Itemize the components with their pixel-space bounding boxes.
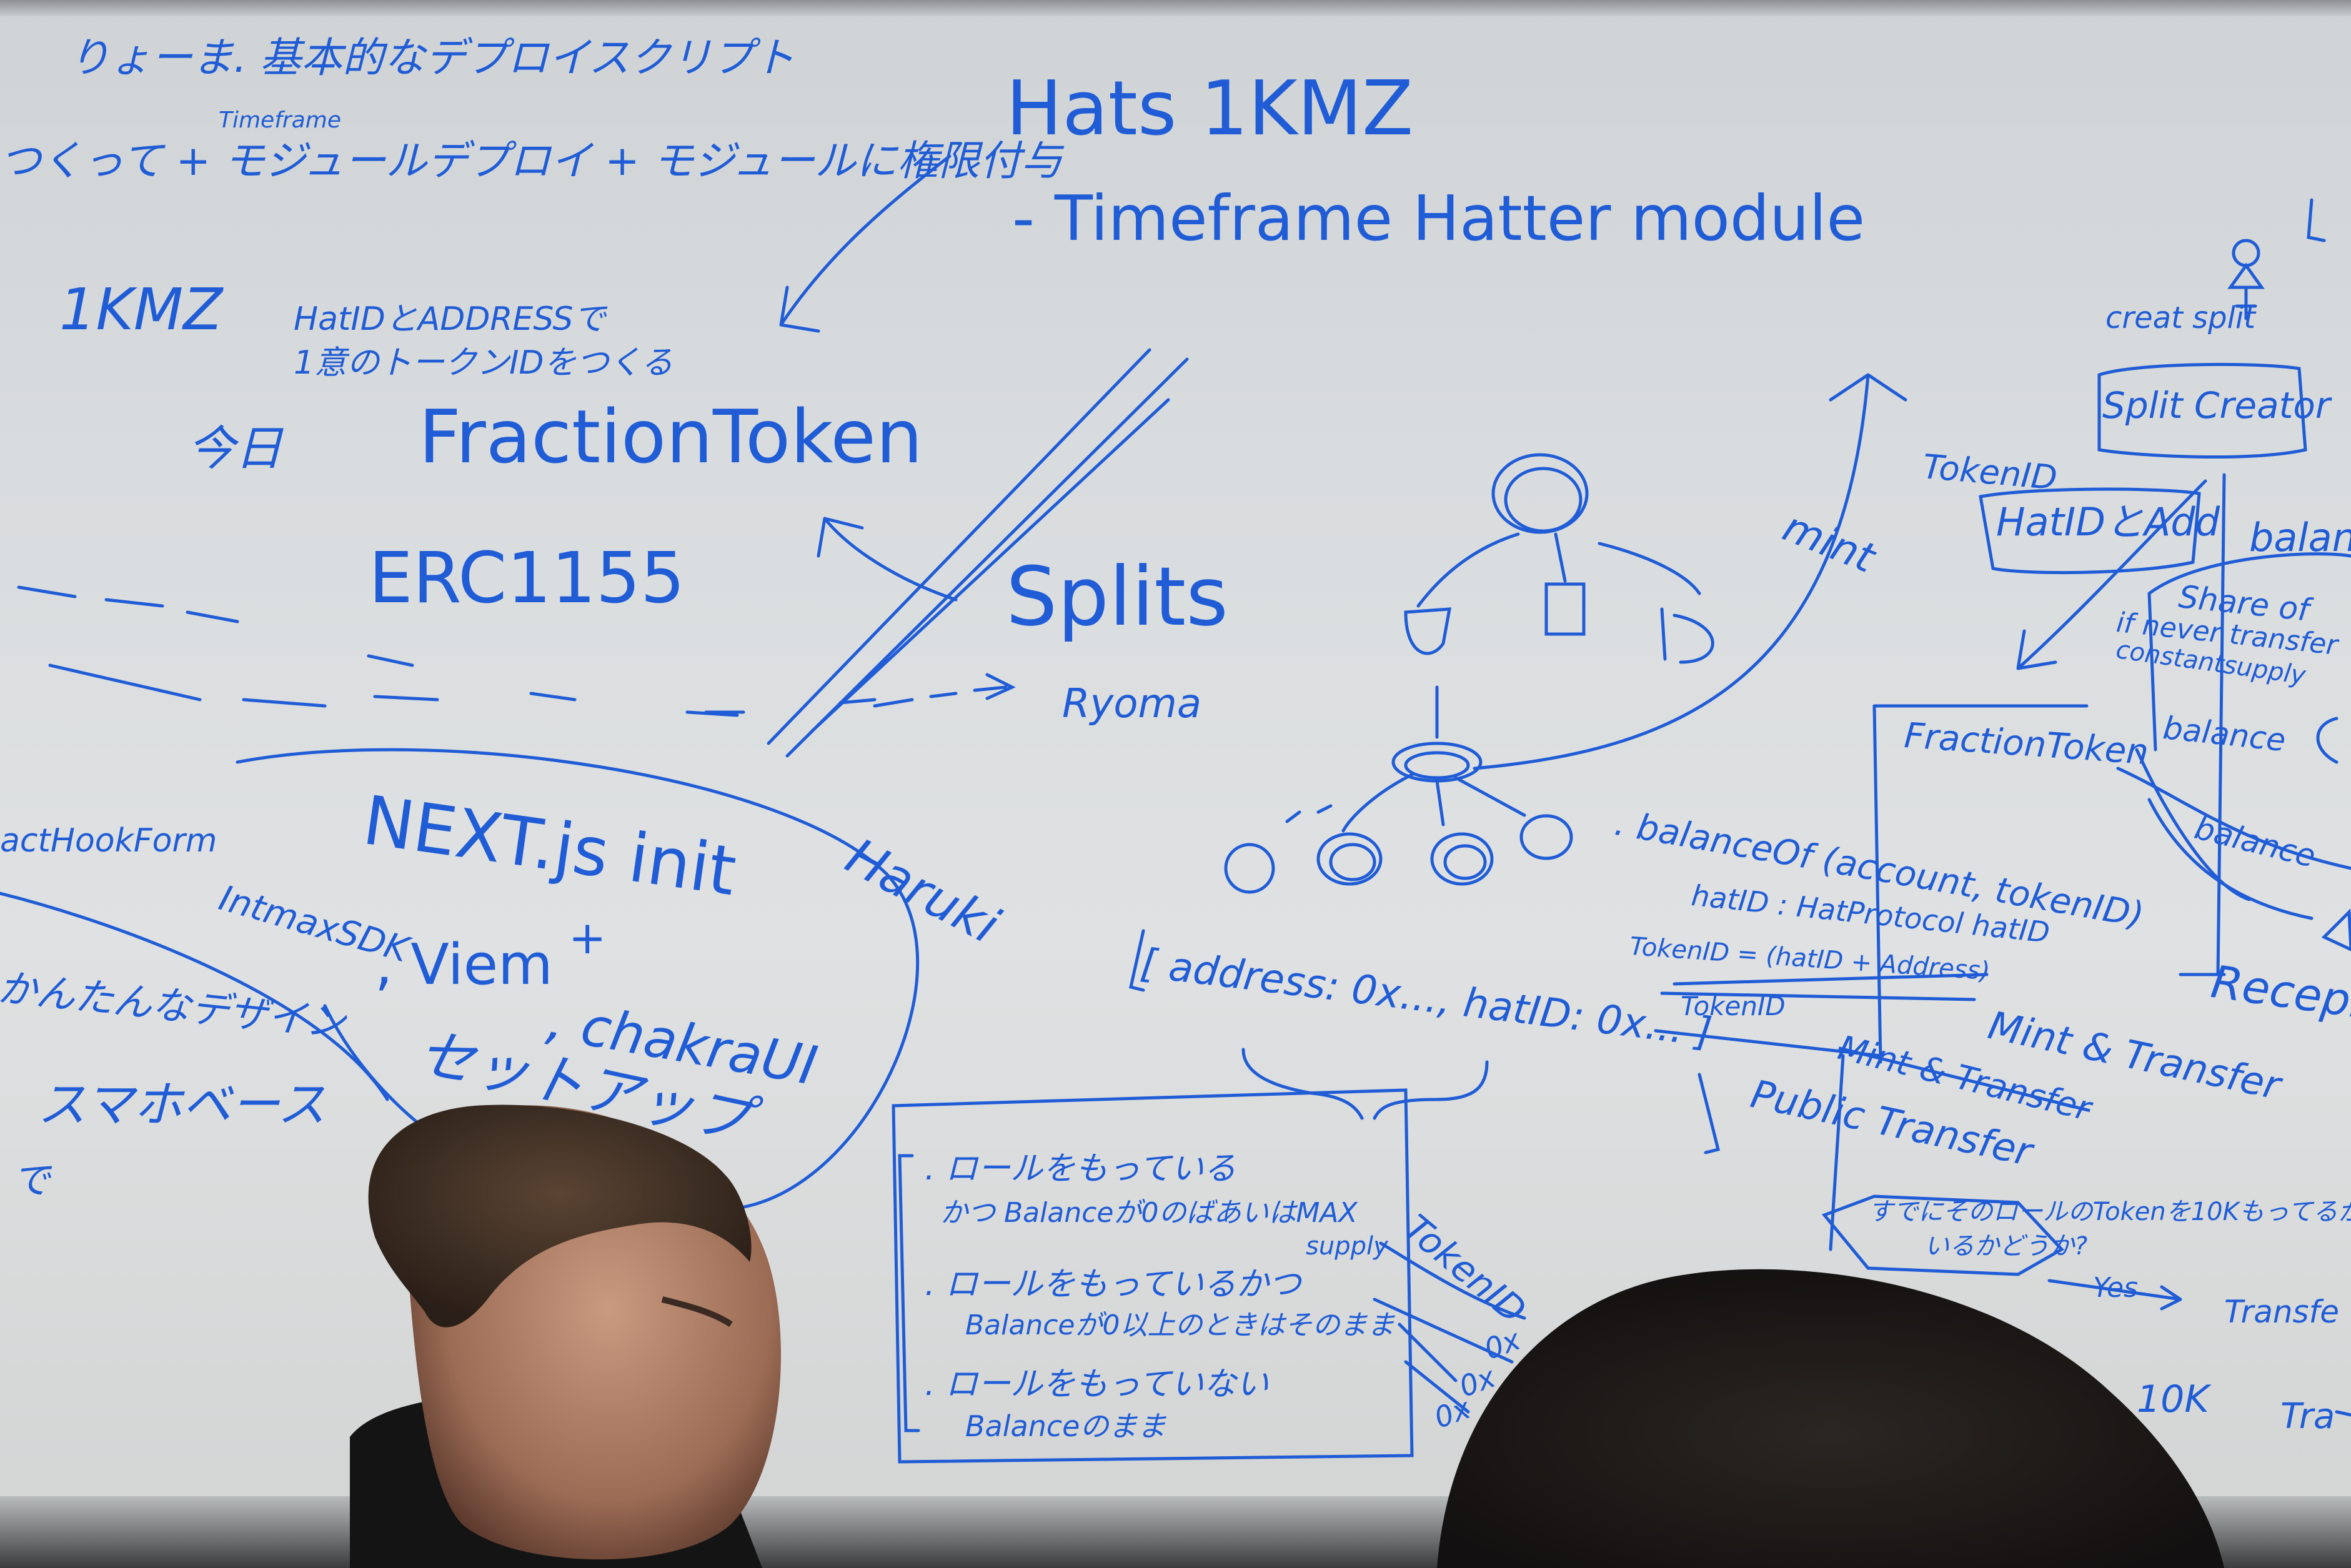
label-plus: + [569, 911, 607, 964]
title-sub: - Timeframe Hatter module [1012, 182, 1865, 255]
title-main: Hats 1KMZ [1006, 66, 1414, 152]
label-ikmz: 1KMZ [59, 276, 223, 343]
side-list-lines [1373, 1241, 1526, 1414]
condition-1: . ロールをもっている [925, 1150, 1236, 1188]
tree-diagram [1224, 373, 1907, 894]
whiteboard-top-frame [0, 0, 2351, 16]
note-smartphone-base: スマホベース [37, 1077, 326, 1133]
label-split-creator: Split Creator [2102, 384, 2330, 427]
note-module-deploy: つくって + モジュールデプロイ + モジュールに権限付与 [0, 137, 1062, 185]
arrow-down-fraction [2016, 479, 2207, 670]
label-balance-top: balan [2249, 515, 2351, 560]
man-left [350, 1104, 781, 1568]
label-hatid-add: HatIDとAdd [1996, 499, 2220, 545]
label-10k: 10K [2137, 1377, 2209, 1421]
condition-1b: かつ Balanceが0のばあいはMAX [940, 1197, 1358, 1229]
dashed-divider-upper [17, 585, 739, 717]
note-already-10k-question-2: いるかどうか? [1924, 1232, 2088, 1261]
label-viem: , Viem [375, 932, 553, 998]
label-ryoma: Ryoma [1062, 681, 1202, 727]
public-transfer-lines [1654, 1029, 1882, 1251]
condition-3: . ロールをもっていない [925, 1366, 1269, 1403]
conditions-inner-bracket [898, 1154, 920, 1432]
note-already-10k-question: すでにそのロールのTokenを10Kもってるか [1868, 1198, 2351, 1226]
mint-transfer-underlines [1660, 973, 1989, 1001]
arrow-to-fraction-token [817, 517, 958, 602]
condition-2b: Balanceが0以上のときはそのまま [965, 1309, 1395, 1341]
note-hook-form: actHookForm [0, 822, 217, 860]
split-creator-box [2097, 362, 2307, 459]
label-tokenid-small: TokenID [1681, 991, 1786, 1021]
slash-strokes [767, 348, 1189, 758]
balance-arrows [2116, 767, 2351, 920]
right-bracket-lines [1872, 473, 2226, 1064]
note-de: で [12, 1159, 50, 1203]
person-right [1437, 1269, 2224, 1568]
top-right-bracket [2307, 198, 2326, 242]
label-erc1155: ERC1155 [369, 538, 685, 619]
arrow-to-ikmz [779, 154, 952, 333]
condition-1c: supply [1306, 1232, 1388, 1261]
label-create-split: creat split [2105, 300, 2256, 335]
dashed-divider-lower [48, 663, 877, 714]
condition-3b: Balanceのまま [965, 1409, 1166, 1443]
label-transfer-2: Tra [2280, 1396, 2335, 1437]
hatid-add-box [1979, 487, 2201, 575]
recipient-triangle [2321, 908, 2351, 951]
person-glyph-top-right [2227, 239, 2265, 320]
yes-arrow [2047, 1279, 2182, 1311]
condition-2: . ロールをもっているかつ [925, 1266, 1301, 1303]
label-today: 今日 [187, 420, 282, 476]
note-hatid-address-2: 1意のトークンIDをつくる [294, 344, 673, 382]
label-yes: Yes [2093, 1272, 2139, 1304]
ten-k-arrow [2335, 1410, 2351, 1417]
label-fraction-token: FractionToken [419, 394, 923, 480]
address-bracket [1129, 929, 1721, 1154]
note-ryoma-deploy: りょーま. 基本的なデプロイスクリプト [69, 34, 795, 82]
person-glyph-right [2316, 717, 2339, 764]
note-hatid-address-1: HatIDとADDRESSで [294, 300, 606, 338]
oval-left [0, 891, 389, 1101]
dashed-arrow-splits [873, 673, 1016, 708]
note-timeframe: Timeframe [219, 107, 341, 133]
conditions-box [892, 1088, 1414, 1464]
question-diamond [1821, 1194, 2064, 1276]
label-splits: Splits [1006, 549, 1228, 644]
share-box [2147, 552, 2351, 752]
label-transfer: Transfe [2224, 1294, 2339, 1330]
